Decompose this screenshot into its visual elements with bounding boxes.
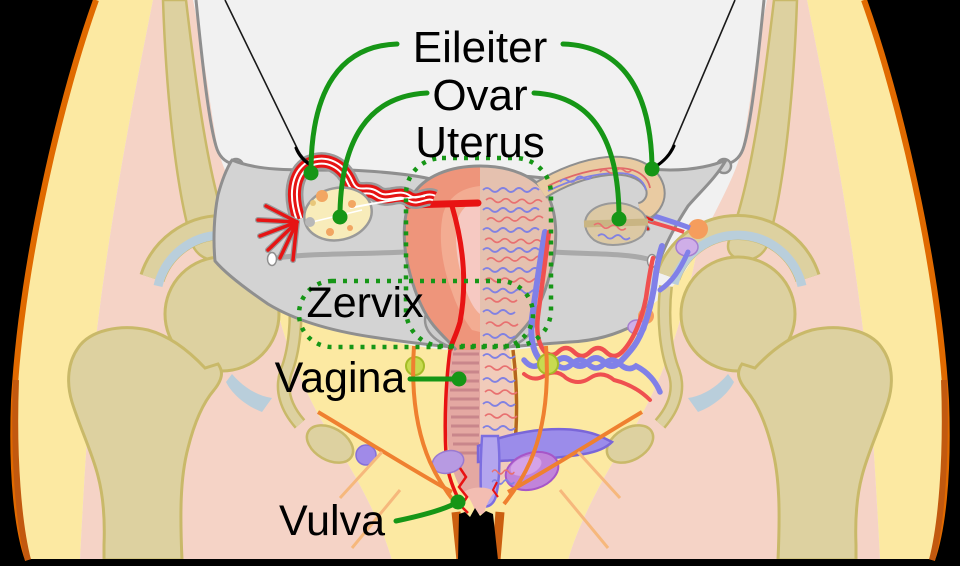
vulva-region [451, 467, 505, 561]
label-uterus: Uterus [415, 118, 545, 167]
muscle-fiber [350, 489, 402, 549]
genital-cleft [458, 508, 498, 560]
body-contour-left [10, 0, 99, 562]
leader-eileiter-right [560, 41, 655, 167]
femur-shaft [67, 326, 223, 562]
cervical-canal [447, 205, 467, 351]
uterine-cavity [456, 200, 480, 314]
leader-eileiter-left [308, 41, 400, 171]
follicle [347, 225, 353, 231]
leader-ovar-left [337, 90, 430, 214]
cervix-dotted-outline [296, 278, 536, 350]
labia-minora-line-right [491, 481, 499, 498]
annotations [296, 41, 655, 524]
inguinal-crease [316, 410, 453, 494]
skin-band [13, 0, 154, 560]
ligament-exit-left [266, 251, 278, 267]
gland-left [355, 444, 377, 466]
follicle [348, 200, 356, 208]
muscle-fiber [338, 450, 384, 500]
corpus-albicans [305, 217, 315, 227]
vestibule [464, 487, 495, 514]
dot-vagina [451, 371, 467, 387]
label-ovary: Ovar [432, 71, 527, 120]
cartilage-wedge [226, 374, 272, 412]
skin-folds-left [316, 345, 458, 549]
follicle [310, 200, 316, 206]
leader-vulva [393, 501, 457, 524]
contour-line-lower [12, 379, 31, 561]
follicle [316, 190, 328, 202]
dot-vulva [450, 494, 466, 510]
ischial-tuberosity [305, 424, 355, 464]
dot-eileiter-left [303, 165, 319, 181]
label-fallopian-tube: Eileiter [413, 23, 548, 72]
bottom-edge-strip [28, 559, 932, 566]
label-vulva: Vulva [279, 497, 385, 545]
abdominal-wall-line [194, 0, 234, 166]
label-vagina: Vagina [275, 354, 406, 402]
follicle [326, 228, 334, 236]
fimbriae-left [255, 203, 300, 263]
leader-ovar-right [531, 90, 622, 217]
dot-ovar-left [332, 209, 348, 225]
dot-eileiter-right [644, 161, 660, 177]
uterus-dotted-outline [403, 155, 554, 349]
dot-ovar-right [611, 211, 627, 227]
annotation-dots [303, 161, 660, 510]
label-cervix: Zervix [306, 279, 424, 327]
vaginal-canal-line [443, 349, 460, 499]
fallopian-tube-left [255, 161, 434, 263]
